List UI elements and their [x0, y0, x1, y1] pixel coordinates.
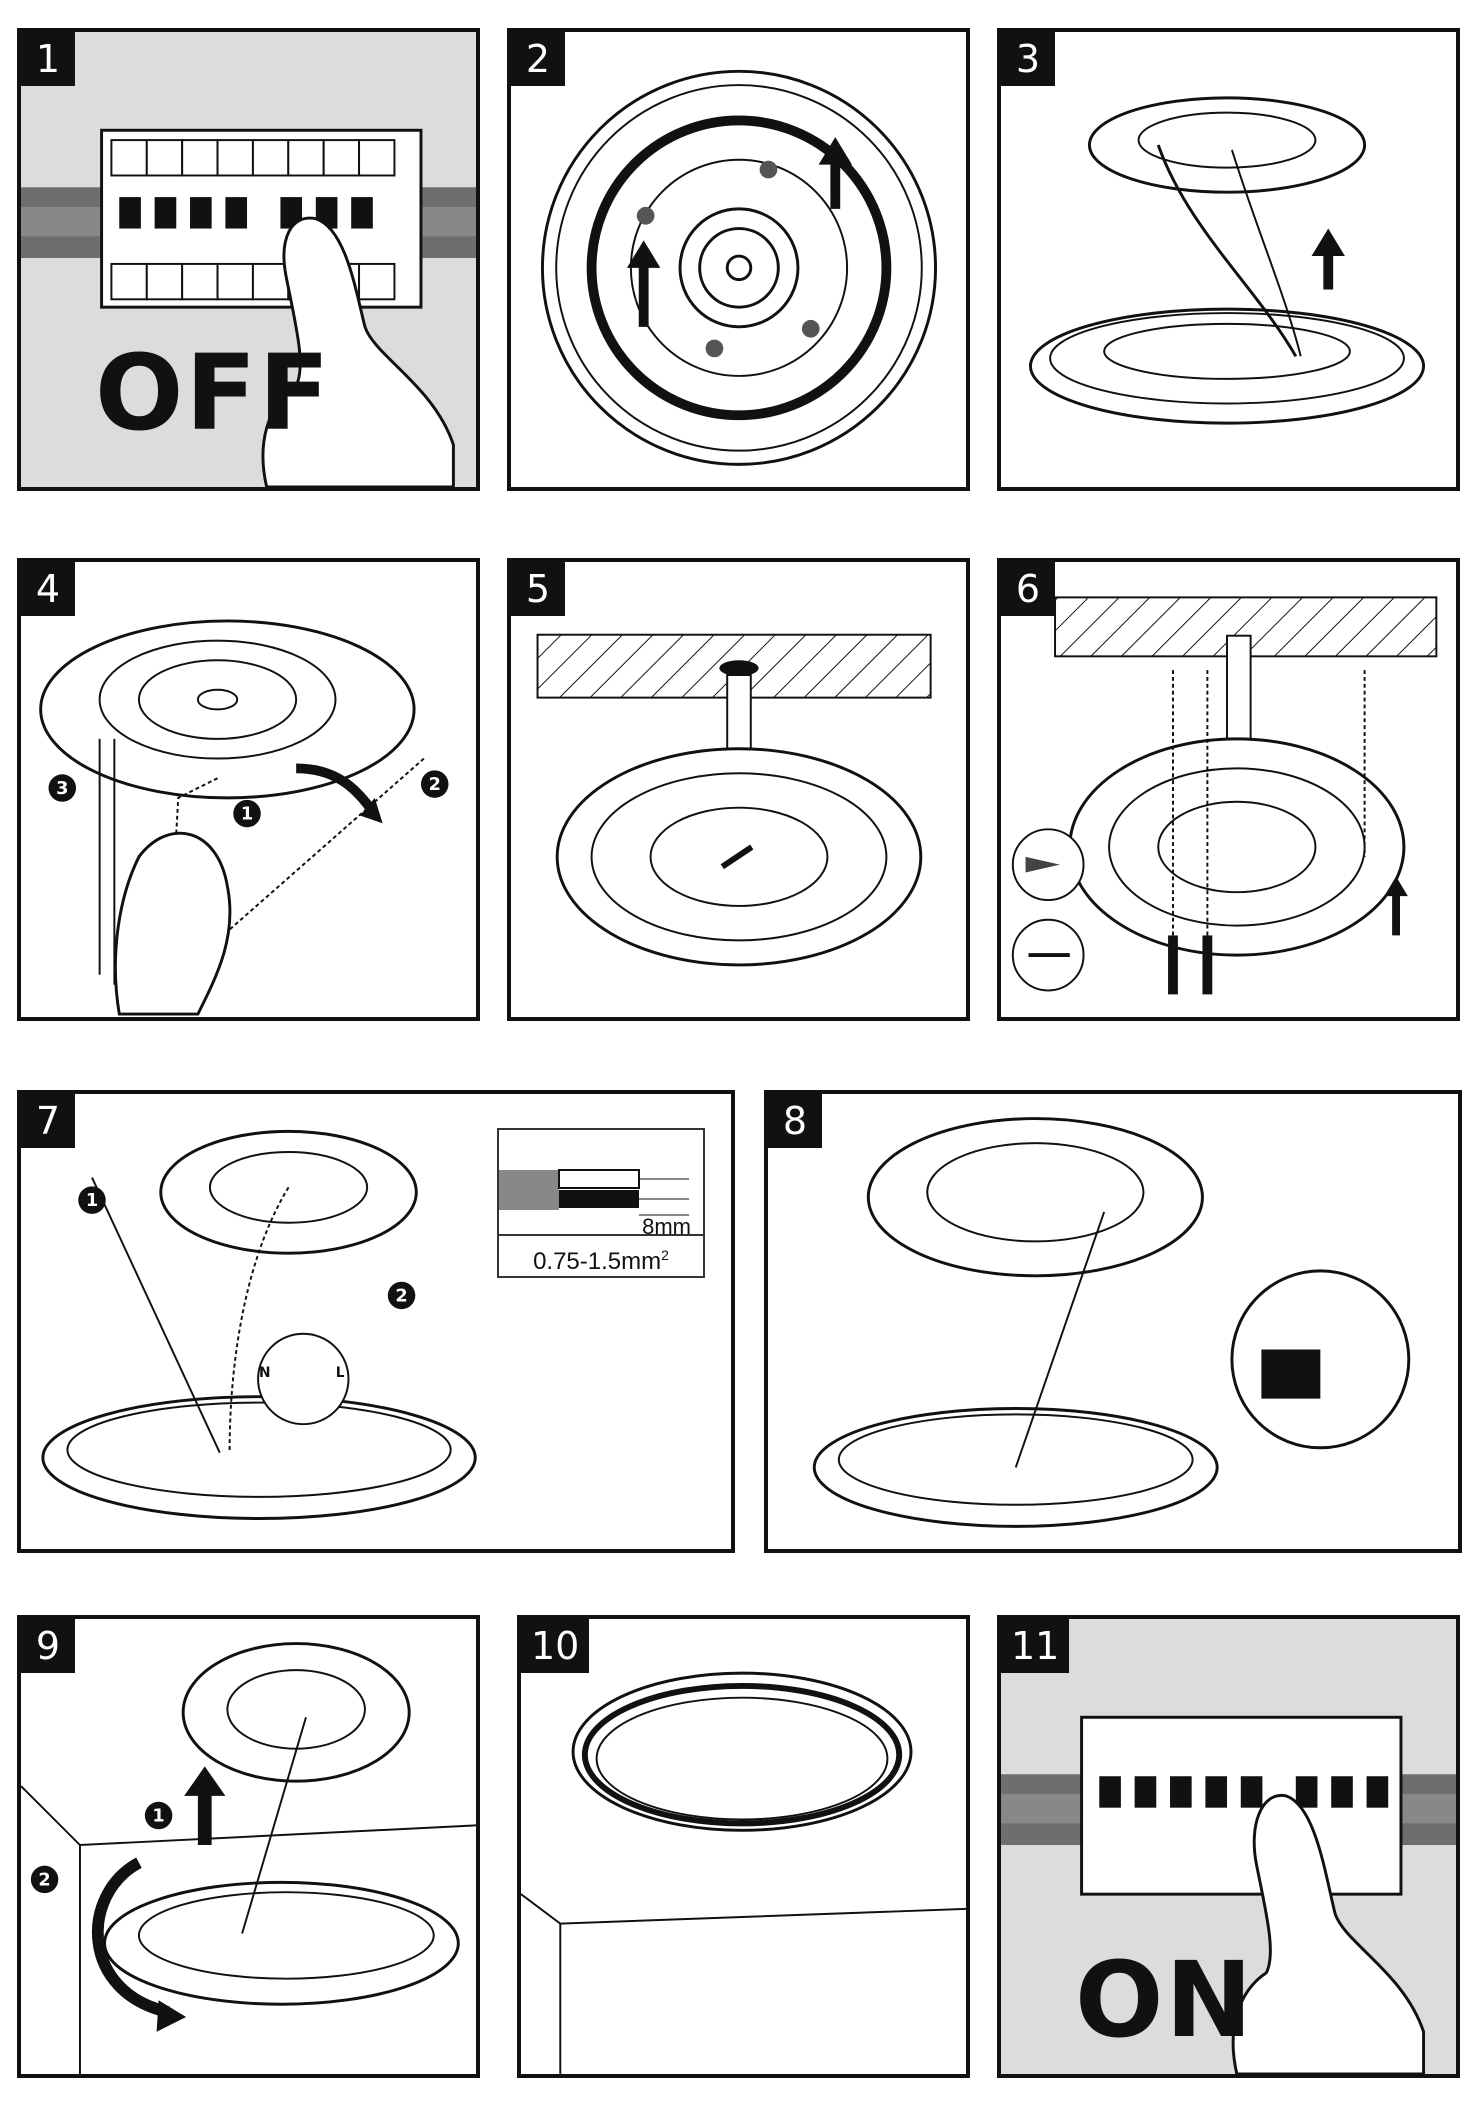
step-9-panel: 9 1 2 — [17, 1615, 480, 2078]
off-label: OFF — [95, 332, 332, 454]
on-label: ON — [1075, 1939, 1255, 2061]
lamp-lift-icon — [1029, 96, 1426, 425]
step-number: 5 — [511, 562, 565, 616]
step-number: 2 — [511, 32, 565, 86]
step-11-panel: 11 ON — [997, 1615, 1460, 2078]
step-4-panel: 4 1 2 3 — [17, 558, 480, 1021]
callout-2: 2 — [395, 1286, 407, 1306]
wire-label-l: L — [336, 1365, 345, 1381]
step-number: 3 — [1001, 32, 1055, 86]
breaker-icon — [21, 128, 476, 487]
step-5-panel: 5 — [507, 558, 970, 1021]
callout-1: 1 — [86, 1191, 98, 1211]
step-number: 8 — [768, 1094, 822, 1148]
step-10-panel: 10 — [517, 1615, 970, 2078]
step-1-panel: 1 OFF — [17, 28, 480, 491]
step-3-panel: 3 — [997, 28, 1460, 491]
lamp-installed-icon — [521, 1671, 966, 2074]
wire-label-n: N — [259, 1365, 271, 1381]
step-number: 9 — [21, 1619, 75, 1673]
callout-2: 2 — [38, 1870, 50, 1890]
step-number: 4 — [21, 562, 75, 616]
breaker-icon — [1001, 1715, 1456, 2074]
screw-mount-icon — [1011, 596, 1438, 995]
wiring-icon: 1 2 N L — [41, 1129, 477, 1521]
callout-2: 2 — [429, 775, 441, 795]
wire-strip-icon — [499, 1169, 689, 1216]
cross-section: 0.75-1.5mm2 — [499, 1234, 703, 1276]
connector-detail-icon — [812, 1117, 1411, 1528]
ceiling-mount-icon — [536, 633, 932, 967]
step-number: 10 — [521, 1619, 590, 1673]
lamp-base-icon — [540, 69, 938, 466]
step-7-panel: 7 1 2 N L — [17, 1090, 735, 1553]
disconnect-icon: 1 2 3 — [39, 619, 449, 1016]
step-number: 7 — [21, 1094, 75, 1148]
step-2-panel: 2 — [507, 28, 970, 491]
step-8-panel: 8 — [764, 1090, 1462, 1553]
callout-1: 1 — [152, 1806, 164, 1826]
step-number: 11 — [1001, 1619, 1070, 1673]
step-number: 6 — [1001, 562, 1055, 616]
callout-1: 1 — [241, 804, 253, 824]
close-lamp-icon: 1 2 — [21, 1642, 476, 2074]
step-6-panel: 6 — [997, 558, 1460, 1021]
step-number: 1 — [21, 32, 75, 86]
wire-spec-box: 8mm 0.75-1.5mm2 — [497, 1128, 705, 1278]
callout-3: 3 — [56, 779, 68, 799]
